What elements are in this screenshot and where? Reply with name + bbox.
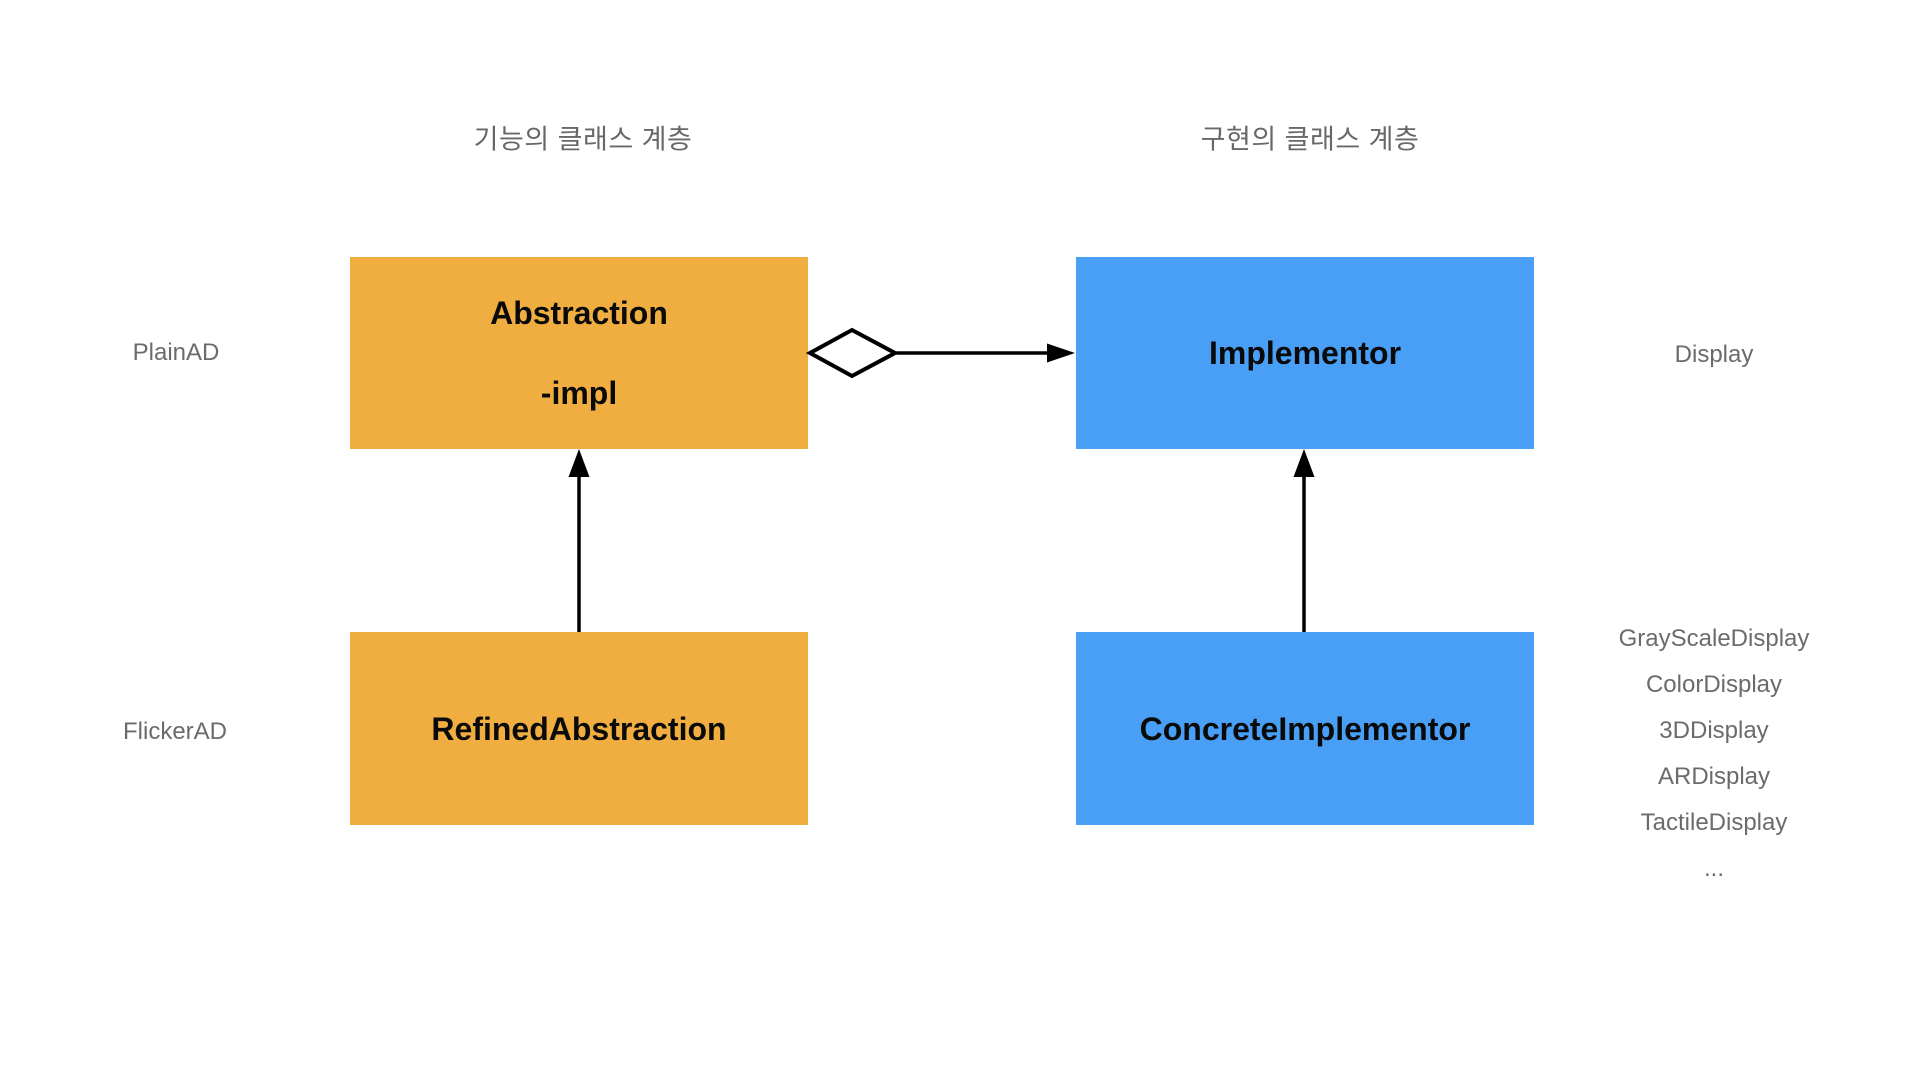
list-item-ar-display: ARDisplay xyxy=(1657,763,1771,790)
annotation-plain-ad: PlainAD xyxy=(132,339,220,366)
class-name-concrete-implementor: ConcreteImplementor xyxy=(1139,710,1471,747)
class-box-refined-abstraction: RefinedAbstraction xyxy=(350,632,808,825)
aggregation-arrowhead-icon xyxy=(1047,343,1075,363)
list-item-color-display: ColorDisplay xyxy=(1645,671,1783,698)
field-impl-label: -impl xyxy=(540,375,618,411)
generalization-arrow-right xyxy=(1293,449,1315,632)
class-name-refined-abstraction: RefinedAbstraction xyxy=(431,710,727,747)
list-item-3d-display: 3DDisplay xyxy=(1659,717,1769,744)
hierarchy-header-implementation: 구현의 클래스 계층 xyxy=(1200,124,1420,155)
aggregation-diamond-icon xyxy=(805,327,900,379)
class-box-implementor: Implementor xyxy=(1076,257,1534,449)
hierarchy-header-function: 기능의 클래스 계층 xyxy=(473,124,693,155)
list-item-grayscale-display: GrayScaleDisplay xyxy=(1618,625,1810,652)
annotation-flicker-ad: FlickerAD xyxy=(122,718,228,745)
list-item-tactile-display: TactileDisplay xyxy=(1640,809,1788,836)
generalization-arrowhead-left-icon xyxy=(568,449,590,477)
class-box-concrete-implementor: ConcreteImplementor xyxy=(1076,632,1534,825)
generalization-arrowhead-right-icon xyxy=(1293,449,1315,477)
annotation-display: Display xyxy=(1674,341,1754,368)
class-name-implementor: Implementor xyxy=(1208,335,1402,371)
generalization-arrow-left xyxy=(568,449,590,632)
annotation-display-list: GrayScaleDisplay ColorDisplay 3DDisplay … xyxy=(1619,616,1810,892)
list-item-ellipsis: ... xyxy=(1703,855,1725,882)
class-box-abstraction: Abstraction -impl xyxy=(350,257,808,449)
aggregation-connector xyxy=(805,327,1075,379)
class-name-abstraction: Abstraction xyxy=(490,295,668,331)
